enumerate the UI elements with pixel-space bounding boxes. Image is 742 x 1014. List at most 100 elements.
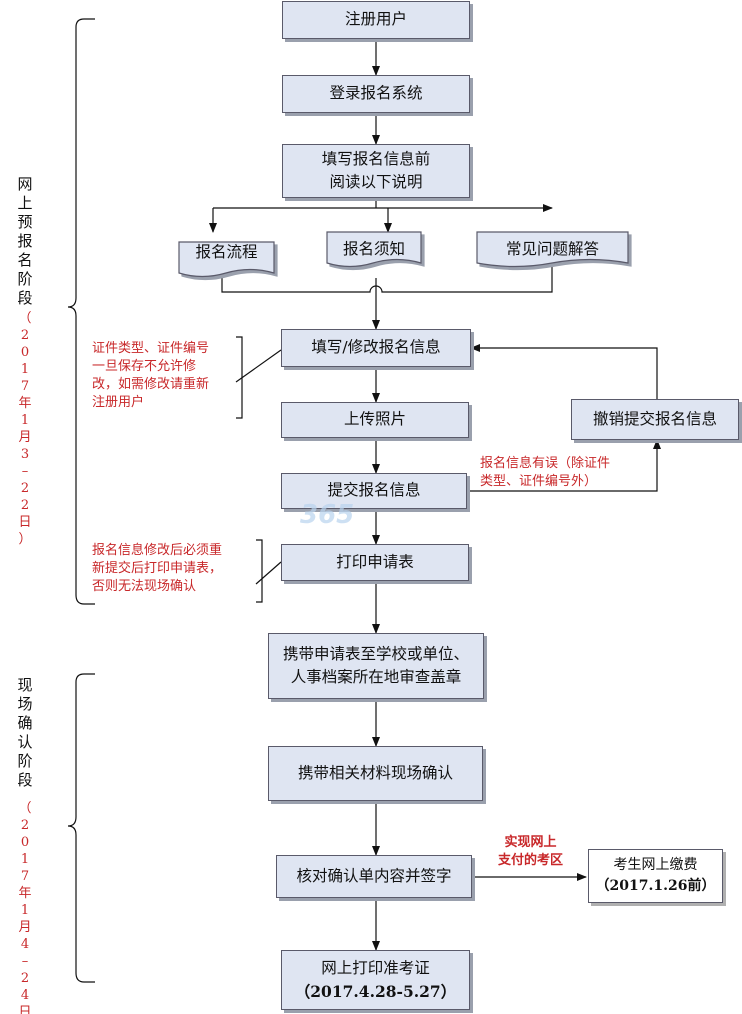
step-login: 登录报名系统	[282, 75, 470, 113]
note-id-line: 证件类型、证件编号	[92, 341, 210, 356]
phase-date-char: 0	[20, 345, 30, 360]
doc-notice-label: 报名须知	[342, 240, 405, 258]
step-register-label: 注册用户	[344, 10, 407, 29]
phase-date-char: 月	[18, 920, 32, 935]
step-revoke: 撤销提交报名信息	[571, 399, 739, 440]
online-phase-title: 网 上 预 报 名 阶 段	[14, 175, 36, 308]
phase-date-char: （	[18, 801, 32, 816]
phase-date-char: 4	[20, 988, 30, 1003]
phase-char: 名	[17, 251, 33, 269]
note-online-pay: 实现网上 支付的考区	[498, 834, 563, 870]
phase-date-char: 0	[20, 835, 30, 850]
note-id-connector	[235, 349, 282, 383]
step-read-line2: 阅读以下说明	[329, 173, 423, 191]
watermark-logo: 365	[300, 500, 355, 530]
arrow-revoke-fill	[470, 344, 658, 399]
online-phase-dates: （ 2 0 1 7 年 1 月 3 – 2 2 日 ）	[14, 310, 36, 548]
phase-char: 确	[17, 714, 33, 732]
step-confirm-label: 携带相关材料现场确认	[297, 763, 453, 782]
arrow-submit-revoke	[467, 439, 661, 492]
phase-date-char: 2	[20, 498, 30, 513]
step-sign: 核对确认单内容并签字	[276, 855, 472, 898]
phase-date-char: 7	[20, 379, 30, 394]
onsite-phase-dates: （ 2 0 1 7 年 1 月 4 – 2 4 日 ）	[14, 800, 36, 1014]
step-ticket-line1: 网上打印准考证	[321, 958, 430, 977]
phase-date-char: –	[21, 464, 29, 479]
step-revoke-label: 撤销提交报名信息	[592, 409, 717, 428]
phase-date-char: 1	[20, 413, 30, 428]
step-upload: 上传照片	[281, 402, 469, 438]
note-resubmit: 报名信息修改后必须重 新提交后打印申请表， 否则无法现场确认	[92, 542, 222, 596]
step-ticket-line2: （2017.4.28-5.27）	[294, 982, 457, 1001]
phase-char: 预	[17, 213, 33, 231]
note-info-error: 报名信息有误（除证件 类型、证件编号外）	[480, 455, 610, 491]
note-resubmit-bracket	[256, 539, 263, 603]
step-login-label: 登录报名系统	[329, 84, 423, 103]
note-id-line: 改，如需修改请重新	[92, 377, 210, 392]
step-stamp-line1: 携带申请表至学校或单位、	[282, 644, 469, 663]
phase-char: 场	[17, 695, 33, 713]
step-stamp-line2: 人事档案所在地审查盖章	[290, 668, 462, 686]
step-upload-label: 上传照片	[343, 410, 406, 429]
step-submit-label: 提交报名信息	[327, 481, 421, 500]
step-ticket: 网上打印准考证 （2017.4.28-5.27）	[281, 950, 470, 1010]
step-pay-line1: 考生网上缴费	[613, 857, 698, 873]
step-fill: 填写/修改报名信息	[281, 329, 471, 367]
phase-date-char: 2	[20, 481, 30, 496]
step-print-form-label: 打印申请表	[336, 552, 414, 571]
phase-char: 段	[17, 771, 33, 789]
note-id-type: 证件类型、证件编号 一旦保存不允许修 改，如需修改请重新 注册用户	[92, 340, 209, 412]
phase-date-char: 1	[20, 903, 30, 918]
step-read: 填写报名信息前 阅读以下说明	[282, 144, 470, 198]
phase-char: 认	[17, 733, 33, 751]
phase-date-char: 1	[20, 852, 30, 867]
doc-process-label: 报名流程	[195, 243, 258, 261]
note-resubmit-line: 否则无法现场确认	[92, 579, 197, 594]
doc-faq-shape	[476, 231, 629, 268]
phase-char: 阶	[17, 752, 33, 770]
online-phase-brace	[67, 18, 95, 605]
step-read-line1: 填写报名信息前	[321, 149, 431, 168]
phase-date-char: 1	[20, 362, 30, 377]
phase-char: 现	[17, 676, 33, 694]
note-error-line: 报名信息有误（除证件	[480, 456, 611, 471]
phase-date-char: 4	[20, 937, 30, 952]
note-error-line: 类型、证件编号外）	[480, 474, 598, 489]
note-id-line: 注册用户	[92, 395, 145, 410]
note-resubmit-connector	[255, 561, 282, 585]
phase-date-char: 日	[18, 515, 32, 530]
phase-date-char: ）	[18, 532, 32, 547]
note-id-line: 一旦保存不允许修	[92, 359, 197, 374]
step-submit: 提交报名信息	[281, 473, 467, 509]
phase-char: 报	[17, 232, 33, 250]
phase-date-char: 年	[18, 886, 32, 901]
phase-date-char: 7	[20, 869, 30, 884]
doc-process-shape	[178, 241, 275, 278]
phase-date-char: （	[18, 311, 32, 326]
step-register: 注册用户	[282, 1, 470, 39]
note-id-bracket	[236, 336, 243, 419]
step-pay-line2: （2017.1.26前）	[595, 878, 716, 894]
phase-char: 上	[17, 194, 33, 212]
phase-date-char: 2	[20, 818, 30, 833]
step-fill-label: 填写/修改报名信息	[311, 338, 441, 357]
note-online-pay-line: 实现网上	[504, 835, 557, 850]
phase-char: 段	[17, 289, 33, 307]
note-online-pay-line: 支付的考区	[498, 853, 564, 868]
phase-date-char: 3	[20, 447, 30, 462]
step-sign-label: 核对确认单内容并签字	[296, 866, 452, 885]
step-pay: 考生网上缴费 （2017.1.26前）	[588, 849, 723, 903]
phase-date-char: 月	[18, 430, 32, 445]
onsite-phase-brace	[67, 673, 95, 983]
onsite-phase-title: 现 场 确 认 阶 段	[14, 676, 36, 790]
phase-date-char: –	[21, 954, 29, 969]
phase-char: 网	[17, 175, 33, 193]
step-confirm: 携带相关材料现场确认	[268, 746, 483, 801]
doc-faq-label: 常见问题解答	[505, 240, 599, 258]
step-print-form: 打印申请表	[281, 544, 469, 581]
phase-date-char: 年	[18, 396, 32, 411]
phase-char: 阶	[17, 270, 33, 288]
phase-date-char: 2	[20, 328, 30, 343]
